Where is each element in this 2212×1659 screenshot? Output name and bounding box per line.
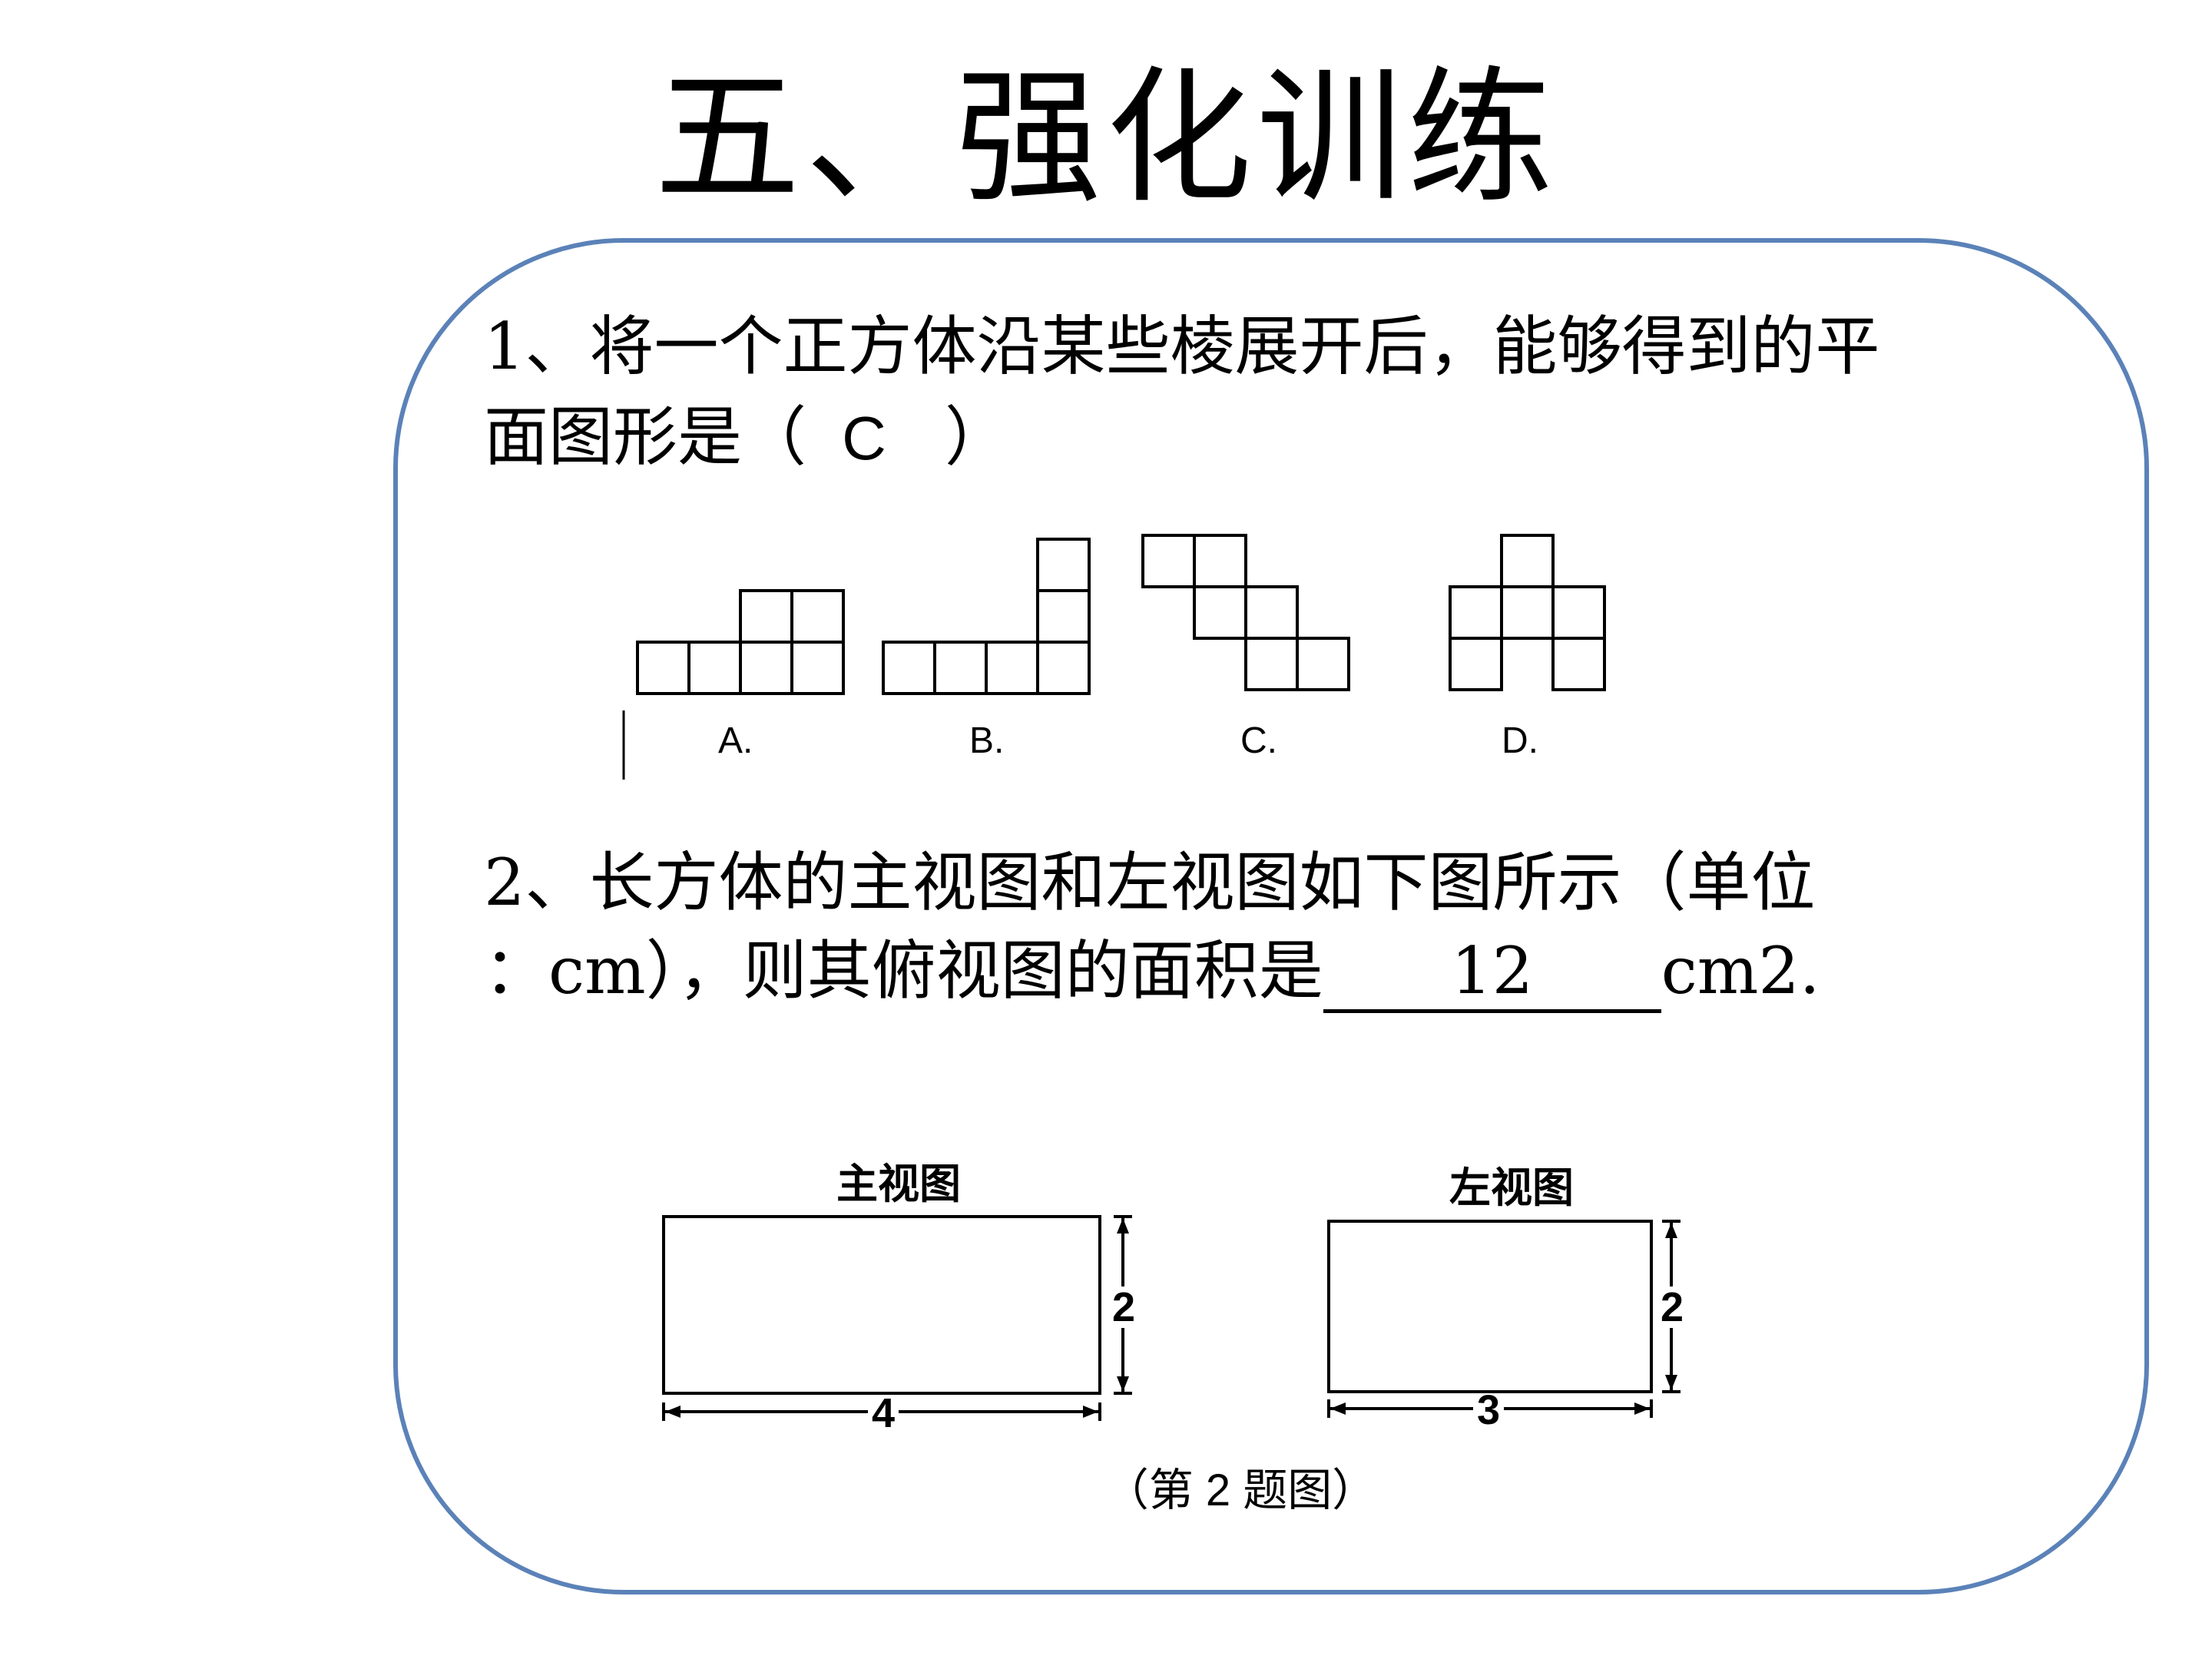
exercise-panel [393,238,2149,1594]
net-label-c: C. [1240,720,1277,761]
q2-answer-blank: 12 [1323,932,1661,1013]
net-label-b: B. [969,720,1004,761]
q2-line2-prefix: ：cm），则其俯视图的面积是 [484,933,1323,1008]
left-view-height: 2 [1661,1284,1684,1330]
q2-line1: 2、长方体的主视图和左视图如下图所示（单位 [484,845,1816,920]
figure-caption: （第 2 题图） [1104,1465,1377,1515]
front-view-height: 2 [1112,1284,1135,1330]
q1-line2-prefix: 面图形是（ [484,399,807,475]
front-view-width: 4 [872,1390,895,1436]
net-label-d: D. [1502,720,1538,761]
front-view-rect [662,1215,1101,1395]
q1-answer: C [842,404,886,472]
net-d [1449,534,1606,691]
net-a [636,589,845,695]
left-view-rect [1327,1220,1653,1393]
front-view-label: 主视图 [836,1161,961,1207]
q1-line2-suffix: ） [945,399,1010,475]
left-view-label: 左视图 [1449,1165,1574,1211]
q1-line2: 面图形是（ C ） [484,392,1009,484]
left-view-width: 3 [1477,1387,1500,1433]
q1-line1: 1、将一个正方体沿某些棱展开后，能够得到的平 [484,309,1880,384]
net-label-a: A. [718,720,753,761]
q2-line2-suffix: cm2. [1661,933,1820,1008]
net-c [1141,534,1350,691]
page-title: 五、强化训练 [654,53,1558,223]
net-b [882,538,1091,695]
